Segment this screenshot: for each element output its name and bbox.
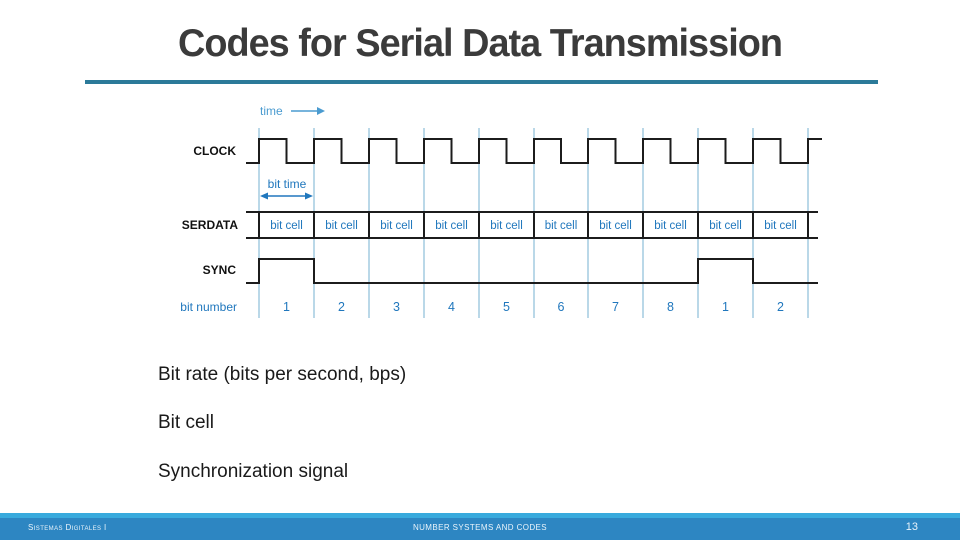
bit-number: 1 [722, 300, 729, 314]
bit-numbers: 1 2 3 4 5 6 7 8 1 2 [283, 300, 784, 314]
bit-number: 7 [612, 300, 619, 314]
time-arrow-icon [291, 107, 325, 115]
bit-number: 3 [393, 300, 400, 314]
bit-cell-labels: bit cell bit cell bit cell bit cell bit … [270, 220, 797, 232]
bit-cell-label: bit cell [545, 220, 578, 232]
bit-cell-label: bit cell [764, 220, 797, 232]
bit-time-label: bit time [268, 177, 307, 191]
footer-section-title: NUMBER SYSTEMS AND CODES [412, 523, 548, 532]
bit-cell-label: bit cell [435, 220, 468, 232]
bit-cell-label: bit cell [599, 220, 632, 232]
serdata-row-label: SERDATA [182, 218, 239, 232]
bit-number: 5 [503, 300, 510, 314]
note-bit-rate: Bit rate (bits per second, bps) [158, 364, 407, 385]
footer: Sistemas Digitales I NUMBER SYSTEMS AND … [0, 518, 960, 540]
bit-number: 6 [558, 300, 565, 314]
bit-cell-label: bit cell [325, 220, 358, 232]
bit-time-arrow-icon [260, 192, 313, 200]
sync-waveform [246, 258, 818, 284]
clock-row-label: CLOCK [193, 144, 236, 158]
bit-cell-label: bit cell [709, 220, 742, 232]
bit-number: 1 [283, 300, 290, 314]
sync-row-label: SYNC [203, 263, 237, 277]
serdata-band [246, 211, 818, 239]
footer-course-name: Sistemas Digitales I [28, 523, 107, 532]
bit-cell-label: bit cell [490, 220, 523, 232]
bit-cell-label: bit cell [654, 220, 687, 232]
bit-number: 2 [777, 300, 784, 314]
note-sync-signal: Synchronization signal [158, 461, 349, 482]
bit-number: 2 [338, 300, 345, 314]
clock-waveform [246, 138, 822, 164]
bit-number-row-label: bit number [180, 300, 237, 314]
page-title: Codes for Serial Data Transmission [177, 22, 783, 65]
title-underline [85, 80, 878, 84]
bit-number: 4 [448, 300, 455, 314]
bit-cell-label: bit cell [270, 220, 303, 232]
footer-accent-strip [0, 513, 960, 518]
note-bit-cell: Bit cell [158, 412, 214, 433]
time-label: time [260, 104, 283, 118]
footer-page-number: 13 [905, 521, 918, 533]
bit-number: 8 [667, 300, 674, 314]
bit-cell-label: bit cell [380, 220, 413, 232]
